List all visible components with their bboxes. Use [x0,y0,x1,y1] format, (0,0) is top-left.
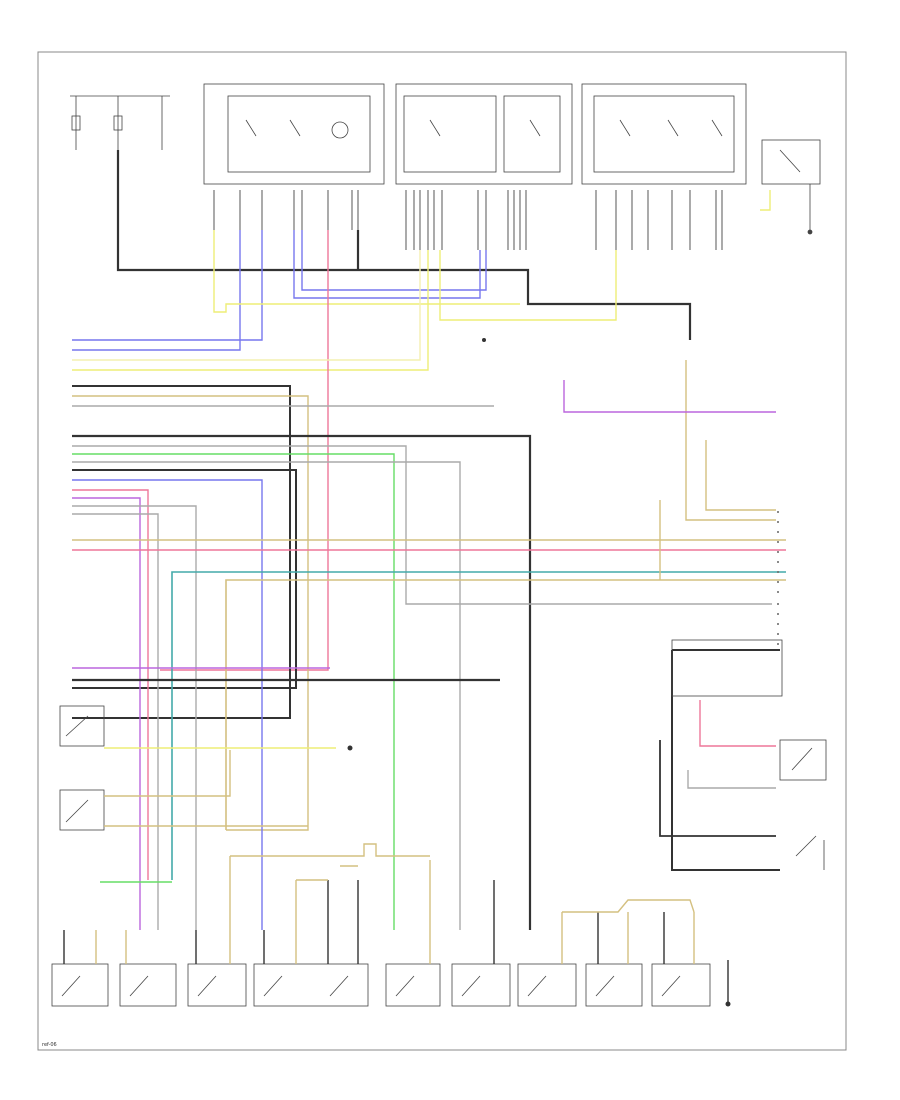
diagram-frame [37,51,847,1051]
ground-point-mid [347,745,353,751]
bottom-bridges [230,843,695,913]
top-right-sensor [761,139,821,235]
right-switch-lower [795,835,825,870]
wire-yellow-top [72,190,771,371]
wire-black-top [116,150,692,340]
left-switch-upper [59,705,105,747]
wire-blue-top [72,230,487,351]
bottom-switches [51,963,711,1007]
top-module-right [581,83,747,185]
right-switch-upper [779,739,827,781]
connector-stubs [213,190,723,250]
right-connector-column [777,511,779,645]
bottom-stubs [63,856,729,1002]
right-side-wires [563,360,780,871]
splice-top [482,338,486,342]
page-id: ref-06 [42,1042,57,1048]
top-module-center [395,83,573,185]
right-mid-module [671,639,783,697]
wire-pink-top [160,230,329,671]
top-module-left [203,83,385,185]
left-switch-wires [100,747,336,883]
long-horizontal-wires [72,539,786,880]
top-left-fuse [70,95,170,150]
left-bus-wires [72,250,772,930]
left-switch-lower [59,789,105,831]
ground-point-bottom [725,1001,731,1007]
